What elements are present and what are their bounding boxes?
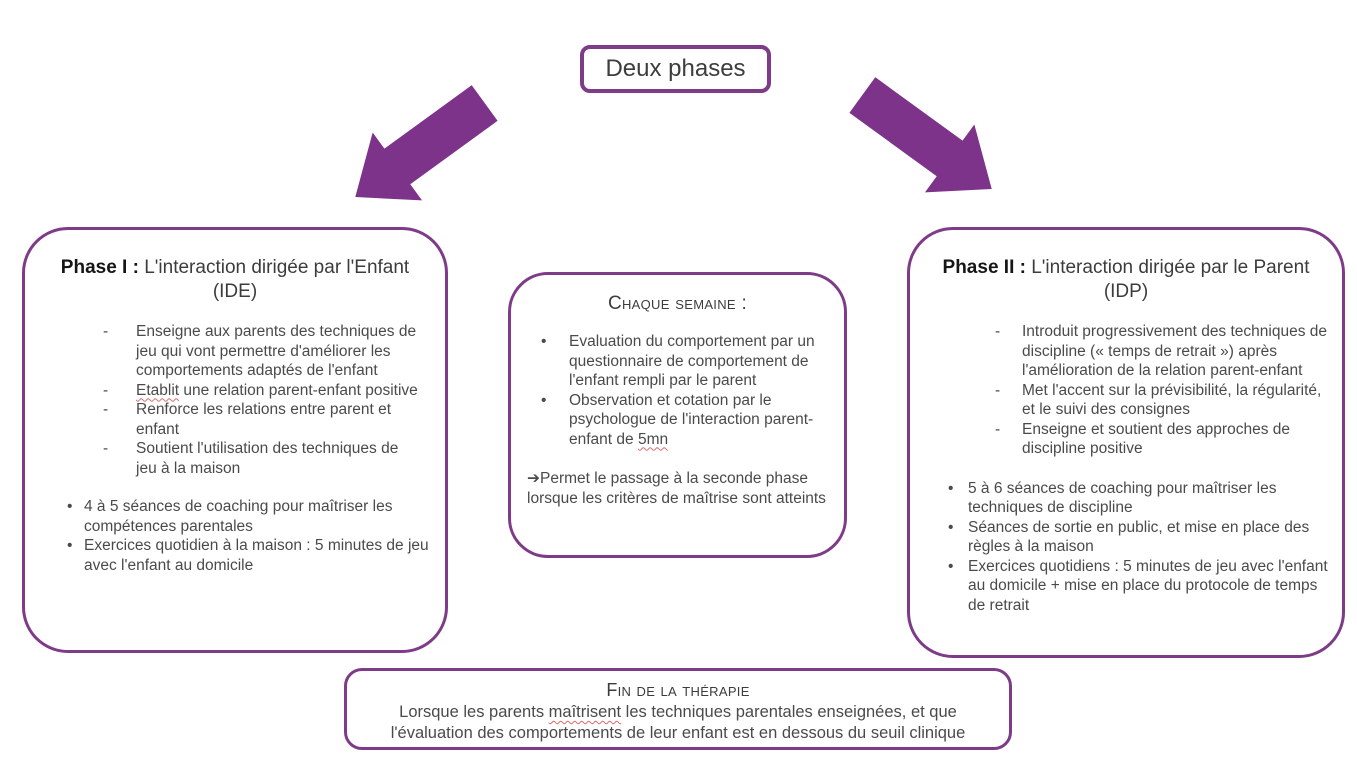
list-item-text: Exercices quotidiens : 5 minutes de jeu …: [968, 557, 1328, 614]
list-item-text: 5 à 6 séances de coaching pour maîtriser…: [968, 479, 1277, 517]
list-item-text: Met l'accent sur la prévisibilité, la ré…: [1022, 381, 1322, 419]
list-item: • Exercices quotidiens : 5 minutes de je…: [948, 557, 1330, 616]
dash-marker-icon: -: [103, 381, 109, 399]
list-item-text: Etablit une relation parent-enfant posit…: [136, 381, 418, 399]
dash-marker-icon: -: [995, 323, 1001, 340]
title-box: Deux phases: [580, 45, 771, 93]
bullet-marker-icon: •: [948, 518, 954, 536]
list-item: - Enseigne aux parents des techniques de…: [103, 322, 419, 381]
arrow-down-left-icon: [355, 85, 498, 201]
list-item: • Séances de sortie en public, et mise e…: [948, 518, 1330, 557]
list-item: • 4 à 5 séances de coaching pour maîtris…: [67, 497, 435, 536]
phase1-bullet-list: • 4 à 5 séances de coaching pour maîtris…: [25, 497, 445, 575]
bullet-marker-icon: •: [541, 333, 547, 350]
list-item: - Introduit progressivement des techniqu…: [995, 322, 1328, 381]
list-item-text: Soutient l'utilisation des techniques de…: [136, 440, 399, 477]
list-item: • Exercices quotidien à la maison : 5 mi…: [67, 536, 435, 575]
dash-marker-icon: -: [103, 440, 109, 457]
list-item-text: Enseigne et soutient des approches de di…: [1022, 420, 1290, 458]
weekly-note-text: Permet le passage à la seconde phase lor…: [527, 470, 826, 507]
list-item: - Etablit une relation parent-enfant pos…: [103, 381, 419, 401]
list-item-text: Séances de sortie en public, et mise en …: [968, 518, 1310, 556]
misspelled-word: Etablit: [136, 381, 180, 399]
phase2-heading-label: Phase II :: [942, 257, 1026, 278]
misspelled-word: maîtrisent: [548, 703, 622, 721]
phase2-bullet-list: • 5 à 6 séances de coaching pour maîtris…: [910, 479, 1342, 616]
bullet-marker-icon: •: [948, 557, 954, 575]
misspelled-word: 5mn: [637, 430, 669, 448]
arrow-down-right-icon: [849, 77, 992, 193]
list-item: - Soutient l'utilisation des techniques …: [103, 439, 419, 478]
weekly-note: ➔Permet le passage à la seconde phase lo…: [527, 469, 828, 509]
weekly-box: Chaque semaine : • Evaluation du comport…: [508, 272, 847, 558]
dash-marker-icon: -: [995, 381, 1001, 399]
phase2-box: Phase II : L'interaction dirigée par le …: [907, 227, 1345, 658]
phase2-heading: Phase II : L'interaction dirigée par le …: [932, 256, 1320, 304]
phase2-heading-text: L'interaction dirigée par le Parent (IDP…: [1025, 257, 1310, 302]
end-body: Lorsque les parents maîtrisent les techn…: [390, 703, 966, 742]
list-item: • 5 à 6 séances de coaching pour maîtris…: [948, 479, 1330, 518]
list-item-text: 4 à 5 séances de coaching pour maîtriser…: [84, 498, 393, 535]
list-item-text: Evaluation du comportement par un questi…: [569, 333, 815, 389]
phase2-dash-list: - Introduit progressivement des techniqu…: [910, 322, 1342, 459]
bullet-marker-icon: •: [948, 479, 954, 497]
list-item-text: Introduit progressivement des techniques…: [1022, 323, 1328, 379]
bullet-marker-icon: •: [541, 391, 547, 409]
weekly-bullet-list: • Evaluation du comportement par un ques…: [511, 332, 844, 449]
list-item-text: Exercices quotidien à la maison : 5 minu…: [84, 537, 429, 574]
phase1-heading: Phase I : L'interaction dirigée par l'En…: [47, 256, 423, 304]
list-item: - Met l'accent sur la prévisibilité, la …: [995, 381, 1328, 420]
list-item-text: Observation et cotation par le psycholog…: [569, 391, 814, 448]
list-item-text: Renforce les relations entre parent et e…: [136, 401, 392, 438]
bullet-marker-icon: •: [67, 498, 73, 515]
end-heading: Fin de la thérapie: [606, 680, 750, 700]
phase1-box: Phase I : L'interaction dirigée par l'En…: [22, 227, 448, 653]
list-item: - Enseigne et soutient des approches de …: [995, 420, 1328, 459]
list-item: - Renforce les relations entre parent et…: [103, 400, 419, 439]
page-title: Deux phases: [605, 55, 746, 82]
list-item-text: Enseigne aux parents des techniques de j…: [136, 323, 417, 379]
list-item: • Evaluation du comportement par un ques…: [541, 332, 826, 391]
dash-marker-icon: -: [103, 323, 109, 340]
phase1-dash-list: - Enseigne aux parents des techniques de…: [25, 322, 445, 478]
dash-marker-icon: -: [995, 420, 1001, 438]
right-arrow-glyph-icon: ➔: [527, 470, 540, 487]
bullet-marker-icon: •: [67, 537, 73, 554]
end-of-therapy-box: Fin de la thérapie Lorsque les parents m…: [344, 668, 1012, 750]
phase1-heading-label: Phase I :: [60, 257, 139, 278]
list-item: • Observation et cotation par le psychol…: [541, 391, 826, 450]
dash-marker-icon: -: [103, 401, 109, 418]
weekly-heading: Chaque semaine :: [607, 293, 748, 314]
phase1-heading-text: L'interaction dirigée par l'Enfant (IDE): [138, 257, 410, 302]
